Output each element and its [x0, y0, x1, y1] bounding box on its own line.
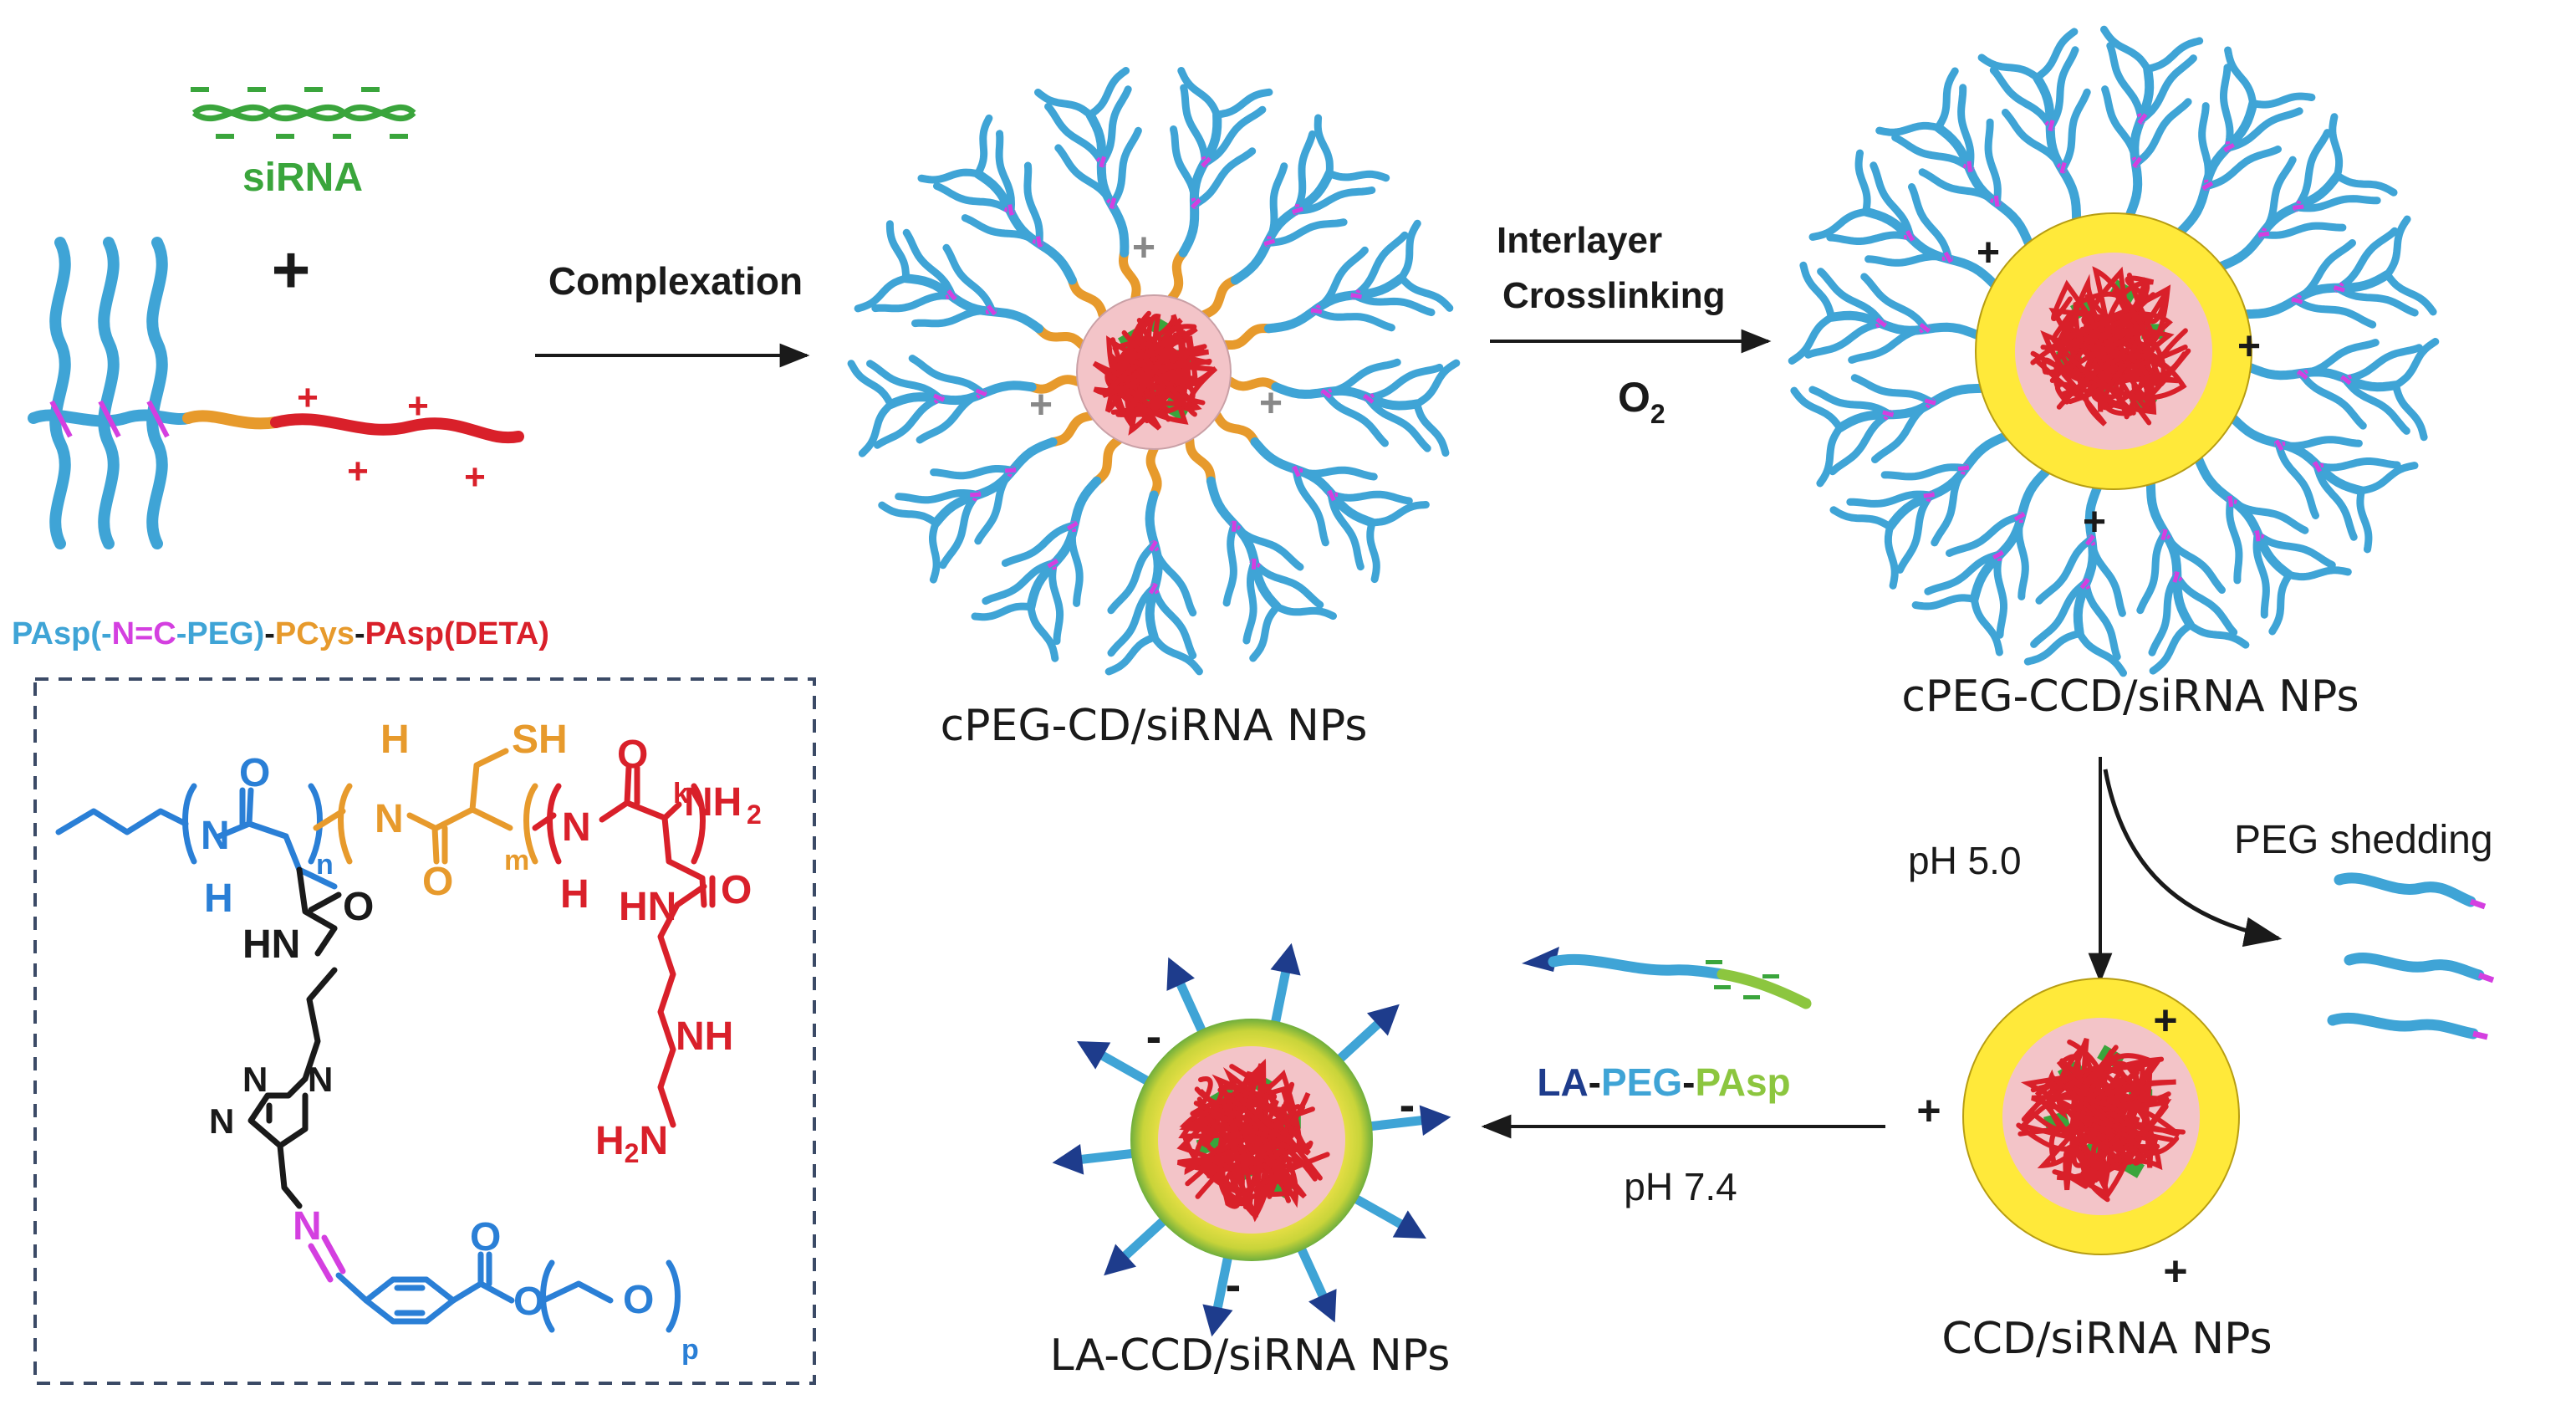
svg-text:O: O — [239, 751, 270, 795]
charge-sign: + — [2163, 1248, 2187, 1295]
shed-peg-chains — [2327, 872, 2495, 1040]
ccd-nanoparticle: + + + — [1916, 978, 2240, 1295]
svg-text:O: O — [513, 1280, 544, 1324]
sirna-label: siRNA — [242, 156, 363, 200]
cpeg-ccd-nanoparticle: + + + — [1788, 25, 2440, 677]
svg-text:N: N — [308, 1060, 333, 1099]
charge-sign: + — [1977, 231, 2000, 275]
svg-text:+: + — [464, 457, 486, 498]
svg-text:N: N — [562, 805, 591, 850]
peg-shedding-arrow — [2103, 769, 2283, 948]
ph74-label: pH 7.4 — [1624, 1165, 1737, 1208]
svg-text:p: p — [681, 1334, 699, 1366]
svg-text:N: N — [209, 1101, 234, 1141]
svg-text:2: 2 — [747, 800, 762, 830]
charge-sign: - — [1400, 1078, 1416, 1131]
svg-text:HN: HN — [242, 922, 300, 967]
polymer-name-label: PAsp(-N=C-PEG)-PCys-PAsp(DETA) — [12, 616, 549, 651]
svg-text:O: O — [617, 733, 648, 777]
charge-sign: + — [1916, 1087, 1941, 1134]
complexation-label: Complexation — [548, 259, 803, 303]
svg-text:N: N — [293, 1204, 322, 1249]
svg-text:N: N — [242, 1060, 268, 1099]
svg-text:n: n — [316, 849, 334, 881]
charge-sign: + — [1132, 226, 1155, 270]
svg-text:+: + — [347, 451, 369, 492]
interlayer-label: Interlayer — [1497, 220, 1662, 261]
svg-text:NH: NH — [676, 1014, 733, 1059]
svg-text:k: k — [673, 778, 689, 810]
plus-sign: + — [272, 232, 311, 307]
sirna-glyph — [191, 87, 416, 139]
ccd-label: CCD/siRNA NPs — [1941, 1314, 2272, 1364]
svg-text:+: + — [407, 386, 429, 427]
la-peg-pasp-glyph — [1522, 947, 1812, 1009]
charge-sign: + — [2153, 997, 2177, 1044]
cpeg-cd-label: cPEG-CD/siRNA NPs — [941, 701, 1368, 751]
svg-text:SH: SH — [512, 718, 568, 762]
chain-charges: + + + + — [297, 377, 486, 498]
charge-sign: + — [2237, 324, 2261, 369]
oxygen-label: O2 — [1618, 374, 1665, 429]
svg-text:O: O — [343, 885, 374, 929]
svg-text:H2N: H2N — [595, 1119, 668, 1168]
ph50-label: pH 5.0 — [1908, 839, 2022, 882]
svg-text:H: H — [380, 718, 410, 762]
crosslinking-label: Crosslinking — [1502, 275, 1726, 316]
la-peg-pasp-label: LA-PEG-PAsp — [1537, 1060, 1790, 1104]
svg-text:HN: HN — [619, 885, 676, 929]
svg-text:H: H — [204, 876, 233, 921]
charge-sign: + — [1029, 383, 1053, 427]
svg-text:m: m — [504, 845, 529, 876]
peg-shedding-label: PEG shedding — [2234, 818, 2493, 862]
svg-text:N: N — [201, 814, 230, 858]
charge-sign: + — [1259, 381, 1283, 426]
svg-text:O: O — [721, 868, 752, 912]
charge-sign: - — [1226, 1258, 1242, 1310]
chemical-structure: N H O n H N O SH m — [55, 718, 762, 1366]
cpeg-cd-nanoparticle: + + + — [847, 67, 1461, 676]
svg-text:O: O — [470, 1215, 501, 1259]
svg-text:+: + — [297, 377, 319, 418]
la-ccd-nanoparticle: - - - — [1052, 943, 1451, 1337]
charge-sign: + — [2083, 500, 2106, 544]
svg-text:N: N — [375, 797, 404, 841]
structure-box — [33, 677, 816, 1385]
svg-text:O: O — [422, 860, 453, 904]
svg-text:NH: NH — [684, 780, 742, 825]
svg-text:H: H — [560, 872, 589, 917]
copolymer-chain — [28, 237, 524, 549]
la-ccd-label: LA-CCD/siRNA NPs — [1050, 1331, 1451, 1381]
charge-sign: - — [1146, 1009, 1162, 1062]
cpeg-ccd-label: cPEG-CCD/siRNA NPs — [1901, 672, 2359, 722]
svg-text:O: O — [623, 1278, 654, 1322]
